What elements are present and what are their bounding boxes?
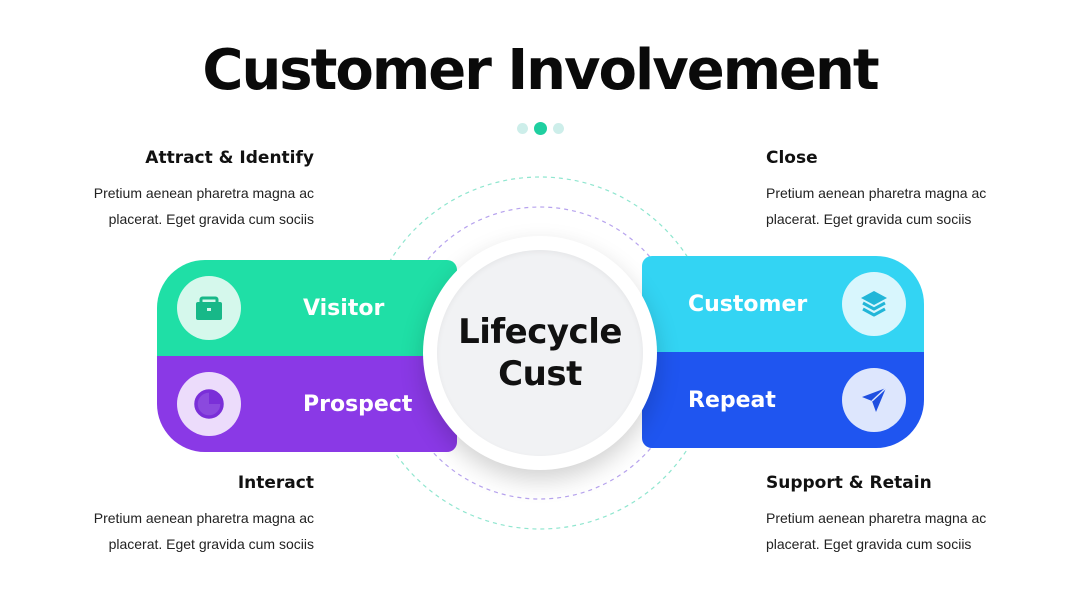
attract-block: Attract & Identify Pretium aenean pharet… [14, 148, 314, 232]
layers-icon [842, 272, 906, 336]
pie-chart-icon [177, 372, 241, 436]
attract-text-line1: Pretium aenean pharetra magna ac [93, 185, 314, 201]
repeat-label: Repeat [688, 387, 776, 413]
dot-indicator [552, 123, 564, 134]
dot-indicator-active [533, 122, 547, 135]
interact-text-line2: placerat. Eget gravida cum sociis [108, 536, 314, 552]
center-line1: Lifecycle [458, 312, 622, 352]
customer-segment: Customer [642, 256, 924, 352]
visitor-label: Visitor [303, 295, 385, 321]
customer-label: Customer [688, 291, 808, 317]
interact-text-line1: Pretium aenean pharetra magna ac [93, 510, 314, 526]
support-heading: Support & Retain [766, 473, 932, 493]
repeat-segment: Repeat [642, 352, 924, 448]
attract-text-line2: placerat. Eget gravida cum sociis [108, 211, 314, 227]
pagination-dots [0, 118, 1080, 137]
briefcase-icon [177, 276, 241, 340]
prospect-segment: Prospect [157, 356, 457, 452]
interact-heading: Interact [237, 473, 314, 493]
center-line2: Cust [498, 354, 582, 394]
center-label: Lifecycle Cust [437, 250, 643, 456]
page-title: Customer Involvement [202, 38, 879, 103]
interact-block: Interact Pretium aenean pharetra magna a… [14, 473, 314, 557]
attract-heading: Attract & Identify [145, 148, 314, 168]
support-text-line1: Pretium aenean pharetra magna ac [766, 510, 987, 526]
visitor-segment: Visitor [157, 260, 457, 356]
close-text-line2: placerat. Eget gravida cum sociis [766, 211, 972, 227]
dot-indicator [516, 123, 528, 134]
send-icon [842, 368, 906, 432]
support-block: Support & Retain Pretium aenean pharetra… [766, 473, 1066, 557]
support-text-line2: placerat. Eget gravida cum sociis [766, 536, 972, 552]
prospect-label: Prospect [303, 391, 413, 417]
close-block: Close Pretium aenean pharetra magna ac pl… [766, 148, 1066, 232]
close-text-line1: Pretium aenean pharetra magna ac [766, 185, 987, 201]
close-heading: Close [766, 148, 818, 168]
